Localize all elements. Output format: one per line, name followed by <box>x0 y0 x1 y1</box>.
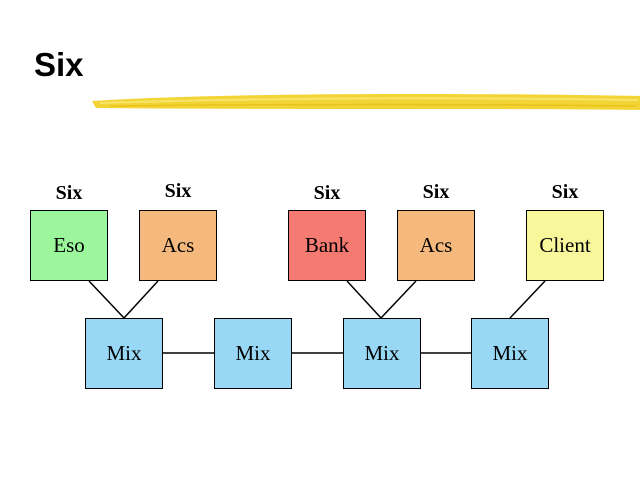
node-client: Client <box>526 210 604 281</box>
node-tag-acs-2: Six <box>422 181 450 203</box>
node-mix-4: Mix <box>471 318 549 389</box>
node-tag-acs-1: Six <box>164 180 192 202</box>
node-tag-bank: Six <box>313 182 341 204</box>
node-bank: Bank <box>288 210 366 281</box>
node-mix-2: Mix <box>214 318 292 389</box>
node-mix-1: Mix <box>85 318 163 389</box>
node-acs-1: Acs <box>139 210 217 281</box>
node-mix-3: Mix <box>343 318 421 389</box>
node-tag-eso: Six <box>55 182 83 204</box>
slide-title: Six <box>34 46 84 83</box>
node-eso: Eso <box>30 210 108 281</box>
node-acs-2: Acs <box>397 210 475 281</box>
node-tag-client: Six <box>551 181 579 203</box>
